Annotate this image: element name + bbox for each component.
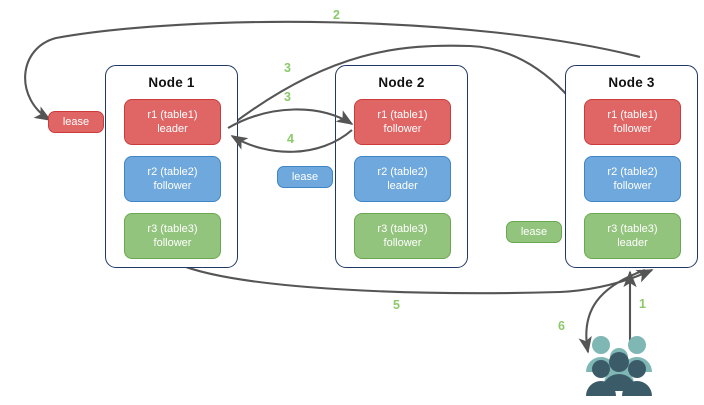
node-title: Node 3 [608,75,655,90]
lease-label: lease [520,226,548,238]
edge-step-6 [578,269,646,354]
step-label-3-lower: 3 [284,90,291,104]
edge-step-4 [230,129,353,153]
step-label-6: 6 [558,319,565,333]
node-title: Node 1 [148,75,195,90]
step-label-2: 2 [333,8,340,22]
lease-badge-table1[interactable]: lease [48,111,104,133]
replica-node2-r1[interactable]: r1 (table1) follower [354,99,451,145]
node-card-3[interactable]: Node 3 r1 (table1) follower r2 (table2) … [565,65,698,268]
replica-name: r1 (table1) [147,109,198,121]
replica-name: r3 (table3) [377,223,428,235]
replica-node2-r2[interactable]: r2 (table2) leader [354,156,451,202]
replica-role: follower [153,237,192,249]
edge-step-2 [24,20,641,121]
replica-name: r3 (table3) [147,223,198,235]
replica-role: follower [383,123,422,135]
replica-node2-r3[interactable]: r3 (table3) follower [354,213,451,259]
users-icon-front-row [586,352,652,396]
step-label-4: 4 [287,132,294,146]
node-card-1[interactable]: Node 1 r1 (table1) leader r2 (table2) fo… [105,65,238,268]
replica-role: follower [613,180,652,192]
replica-name: r2 (table2) [147,166,198,178]
lease-label: lease [62,116,90,128]
step-label-1: 1 [639,297,646,311]
edge-step-3-to-node2 [227,108,354,129]
replica-node3-r2[interactable]: r2 (table2) follower [584,156,681,202]
replica-name: r2 (table2) [377,166,428,178]
lease-label: lease [291,171,319,183]
lease-badge-table3[interactable]: lease [506,221,562,243]
replica-name: r3 (table3) [607,223,658,235]
replica-node1-r3[interactable]: r3 (table3) follower [124,213,221,259]
lease-badge-table2[interactable]: lease [277,166,333,188]
replica-role: leader [617,237,648,249]
node-title: Node 2 [378,75,425,90]
replica-role: leader [157,123,188,135]
replica-node1-r1[interactable]: r1 (table1) leader [124,99,221,145]
replica-name: r1 (table1) [377,109,428,121]
replica-role: leader [387,180,418,192]
step-label-5: 5 [393,298,400,312]
replica-name: r2 (table2) [607,166,658,178]
replica-name: r1 (table1) [607,109,658,121]
replica-node1-r2[interactable]: r2 (table2) follower [124,156,221,202]
replica-role: follower [383,237,422,249]
replica-node3-r1[interactable]: r1 (table1) follower [584,99,681,145]
node-card-2[interactable]: Node 2 r1 (table1) follower r2 (table2) … [335,65,468,268]
replica-node3-r3[interactable]: r3 (table3) leader [584,213,681,259]
replica-role: follower [153,180,192,192]
edge-step-3-to-node3 [229,44,589,127]
replica-role: follower [613,123,652,135]
step-label-3-upper: 3 [284,61,291,75]
